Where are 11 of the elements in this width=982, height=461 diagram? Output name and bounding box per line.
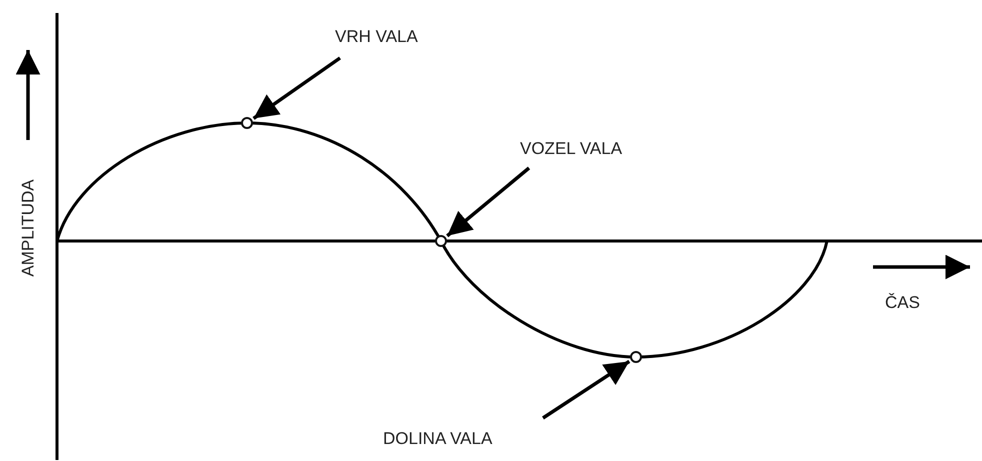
leader-arrow (446, 166, 530, 238)
callout-label: VRH VALA (335, 27, 418, 47)
leader-arrow (542, 360, 630, 420)
point-marker (241, 117, 253, 129)
point-marker (630, 351, 642, 363)
axis-label: ČAS (885, 293, 920, 313)
point-marker (435, 235, 447, 247)
leader-arrow (252, 56, 341, 120)
axis-label: AMPLITUDA (18, 179, 39, 277)
callout-label: VOZEL VALA (520, 139, 622, 159)
callout-label: DOLINA VALA (383, 429, 492, 449)
